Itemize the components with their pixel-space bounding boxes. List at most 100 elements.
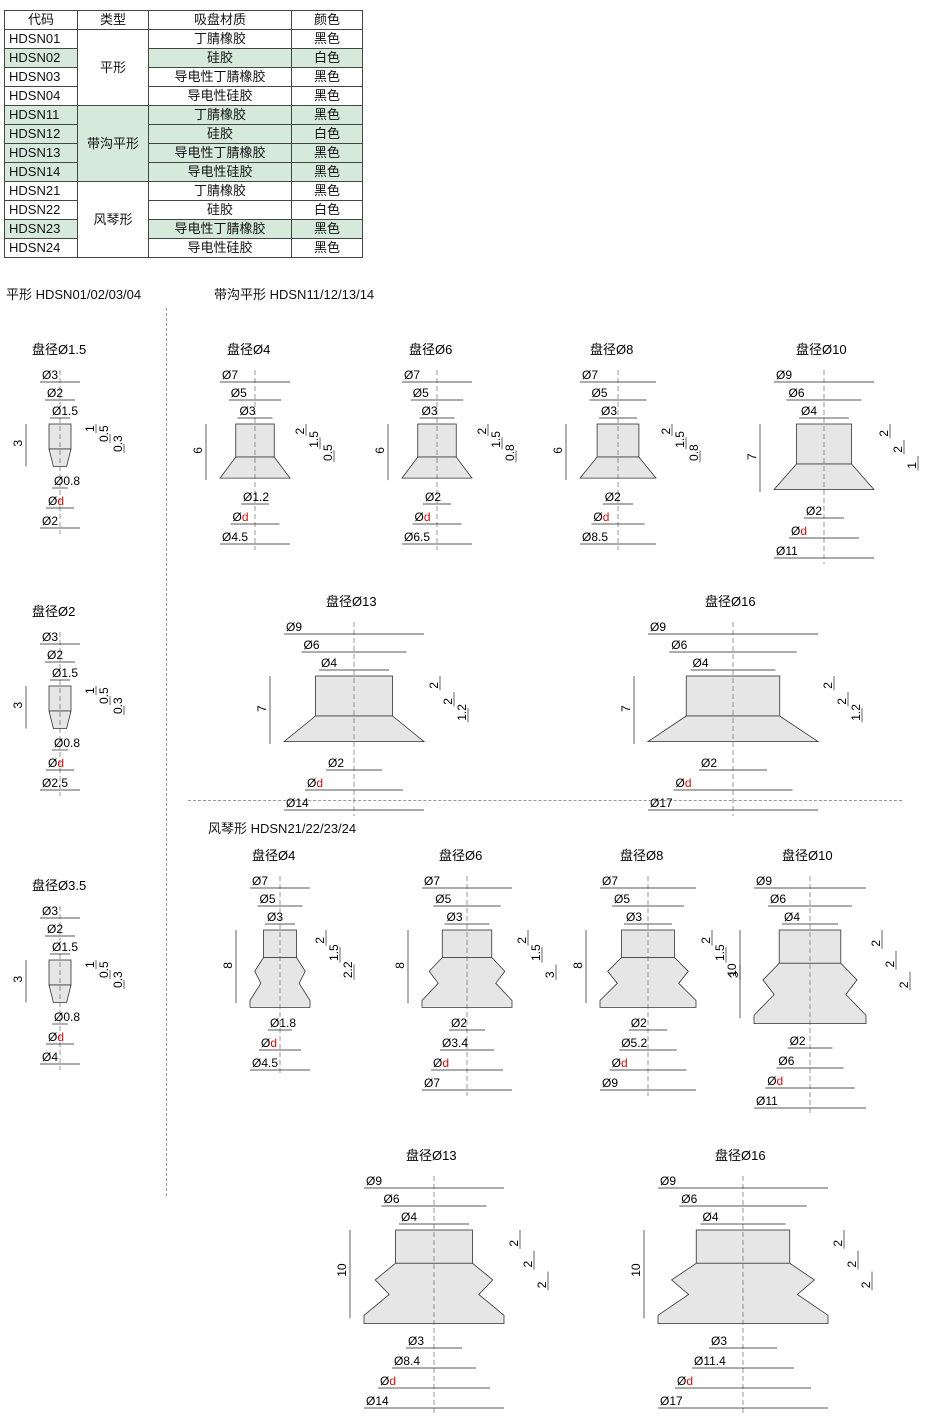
- dim-bottom-2: Ø4: [42, 1050, 58, 1064]
- dim-left: 3: [11, 702, 25, 709]
- dim-bottom-1: Ø6: [778, 1054, 794, 1068]
- dim-right-1: 1.5: [489, 431, 503, 448]
- cell-type: 风琴形: [77, 181, 149, 258]
- suction-cup-body: [282, 675, 426, 742]
- dim-bottom-1: Ø11.4: [694, 1354, 726, 1368]
- dim-bottom-2: Ød: [677, 1374, 693, 1388]
- drawing-title: 盘径Ø8: [620, 848, 663, 863]
- dim-right-1: 2: [845, 1260, 859, 1267]
- dim-top-0: Ø9: [286, 620, 302, 634]
- cell-code: HDSN11: [4, 105, 78, 125]
- dim-right-2: 0.3: [111, 435, 125, 452]
- dim-top-1: Ø6: [304, 638, 320, 652]
- dim-right-0: 2: [831, 1240, 845, 1247]
- dim-right-2: 1.2: [849, 704, 863, 721]
- cell-color: 白色: [291, 200, 363, 220]
- drawing-title: 盘径Ø13: [326, 594, 377, 609]
- cell-color: 黑色: [291, 181, 363, 201]
- dim-bottom-0: Ø2: [328, 756, 344, 770]
- dim-bottom-1: Ød: [593, 510, 609, 524]
- dim-bottom-0: Ø2: [425, 490, 441, 504]
- dim-top-0: Ø7: [602, 874, 618, 888]
- dim-right-0: 2: [877, 430, 891, 437]
- cell-color: 黑色: [291, 29, 363, 49]
- dim-right-1: 2: [835, 698, 849, 705]
- dim-right-1: 1.5: [529, 944, 543, 961]
- dim-bottom-1: Ød: [48, 756, 64, 770]
- dim-left: 7: [745, 453, 759, 460]
- drawing-title: 盘径Ø4: [252, 848, 295, 863]
- dim-top-0: Ø7: [222, 368, 238, 382]
- section-title-grooved: 带沟平形 HDSN11/12/13/14: [214, 287, 375, 302]
- cell-code: HDSN04: [4, 86, 78, 106]
- dim-top-1: Ø5: [614, 892, 630, 906]
- dim-top-2: Ø3: [626, 910, 642, 924]
- cell-color: 黑色: [291, 238, 363, 258]
- suction-cup-body: [646, 675, 820, 742]
- dim-right-2: 1: [905, 462, 919, 469]
- bellows-shape: [363, 1262, 505, 1324]
- dim-bottom-0: Ø2: [631, 1016, 647, 1030]
- dim-bottom-0: Ø1.8: [270, 1016, 296, 1030]
- dim-right-2: 0.3: [111, 697, 125, 714]
- dim-top-2: Ø3: [267, 910, 283, 924]
- dim-left: 3: [11, 440, 25, 447]
- dim-left: 3: [11, 976, 25, 983]
- dim-top-1: Ø5: [435, 892, 451, 906]
- dim-bottom-0: Ø0.8: [54, 736, 80, 750]
- lip-shape: [48, 984, 72, 1003]
- dim-right-0: 1: [83, 961, 97, 968]
- cell-code: HDSN21: [4, 181, 78, 201]
- dim-bottom-2: Ø2.5: [42, 776, 68, 790]
- dim-top-2: Ø3: [447, 910, 463, 924]
- drawing-title: 盘径Ø2: [32, 604, 75, 619]
- horizontal-divider: [188, 800, 902, 801]
- dim-top-0: Ø7: [252, 874, 268, 888]
- dim-top-0: Ø9: [650, 620, 666, 634]
- dim-right-2: 2.2: [341, 961, 355, 978]
- dim-top-1: Ø2: [47, 922, 63, 936]
- cell-material: 导电性丁腈橡胶: [148, 219, 292, 239]
- cell-color: 黑色: [291, 86, 363, 106]
- dim-bottom-2: Ød: [433, 1056, 449, 1070]
- dim-bottom-1: Ø3.4: [442, 1036, 468, 1050]
- dim-top-1: Ø6: [671, 638, 687, 652]
- section-title-bellows: 风琴形 HDSN21/22/23/24: [208, 821, 357, 836]
- cell-color: 黑色: [291, 105, 363, 125]
- dim-left: 6: [373, 447, 387, 454]
- dim-left: 7: [619, 705, 633, 712]
- dim-top-0: Ø9: [660, 1174, 676, 1188]
- dim-top-0: Ø9: [776, 368, 792, 382]
- dim-bottom-1: Ød: [48, 1030, 64, 1044]
- cell-material: 硅胶: [148, 48, 292, 68]
- dim-right-2: 2: [859, 1281, 873, 1288]
- dim-top-1: Ø2: [47, 648, 63, 662]
- dim-right-1: 2: [521, 1260, 535, 1267]
- dim-bottom-1: Ød: [307, 776, 323, 790]
- dim-top-0: Ø3: [42, 630, 58, 644]
- dim-top-1: Ø5: [231, 386, 247, 400]
- drawing-title: 盘径Ø8: [590, 342, 633, 357]
- lip-shape: [48, 448, 72, 467]
- cell-material: 导电性硅胶: [148, 162, 292, 182]
- dim-left: 6: [191, 447, 205, 454]
- section-title-flat: 平形 HDSN01/02/03/04: [6, 287, 142, 302]
- body-shape: [796, 423, 852, 465]
- dim-top-1: Ø2: [47, 386, 63, 400]
- dim-left: 10: [629, 1263, 643, 1277]
- cell-color: 白色: [291, 124, 363, 144]
- drawing-title: 盘径Ø13: [406, 1148, 457, 1163]
- dim-bottom-3: Ø14: [366, 1394, 389, 1408]
- dim-right-2: 3: [727, 971, 741, 978]
- drawing-title: 盘径Ø4: [227, 342, 270, 357]
- dim-top-2: Ø4: [693, 656, 709, 670]
- vertical-divider: [166, 308, 167, 1196]
